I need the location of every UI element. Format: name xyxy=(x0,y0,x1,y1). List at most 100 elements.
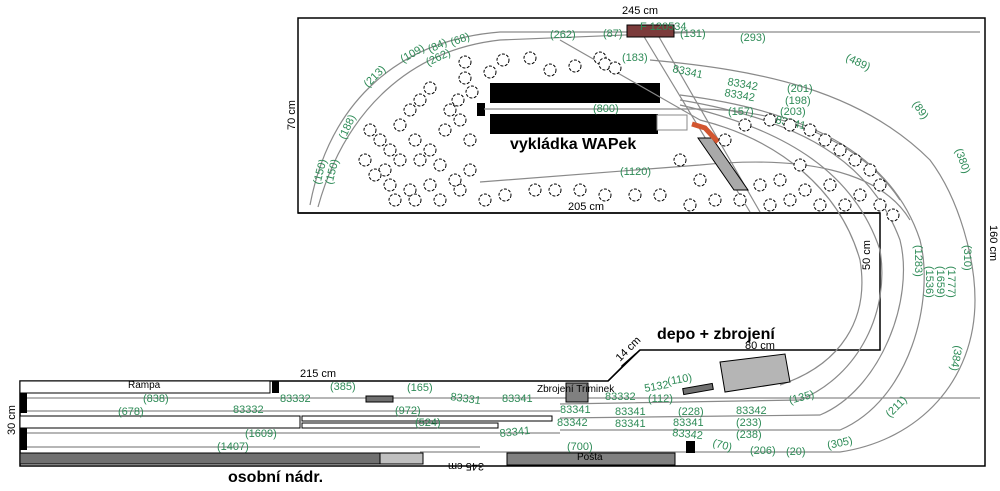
track-label: (293) xyxy=(740,32,766,44)
track-label: (1407) xyxy=(217,441,249,453)
track-label: (800) xyxy=(593,103,619,115)
track-label: (1120) xyxy=(620,166,651,178)
tree-icon xyxy=(408,133,422,147)
track-label: 83332 xyxy=(605,391,636,403)
track-label: 83332 xyxy=(280,393,311,405)
track-label: (310) xyxy=(961,245,973,271)
tree-icon xyxy=(683,198,697,212)
track-label: (380) xyxy=(952,147,972,175)
tree-icon xyxy=(423,178,437,192)
tree-icon xyxy=(483,65,497,79)
track-label: 83342 xyxy=(672,427,704,442)
tree-icon xyxy=(443,103,457,117)
tree-icon xyxy=(448,173,462,187)
tree-icon xyxy=(408,193,422,207)
dim-top-width: 245 cm xyxy=(622,5,658,17)
tree-icon xyxy=(388,193,402,207)
tree-icon xyxy=(693,173,707,187)
track-label: 5132 xyxy=(643,379,669,395)
tree-icon xyxy=(403,103,417,117)
tree-icon xyxy=(848,153,862,167)
tree-icon xyxy=(793,158,807,172)
tree-icon xyxy=(413,93,427,107)
track-label: (489) xyxy=(844,52,872,74)
track-label: (305) xyxy=(826,435,854,452)
tree-icon xyxy=(673,153,687,167)
track-label: (87) xyxy=(603,28,623,40)
tree-icon xyxy=(568,59,582,73)
tree-icon xyxy=(783,193,797,207)
tree-icon xyxy=(368,168,382,182)
track-label: (89) xyxy=(910,99,931,122)
tree-icon xyxy=(496,53,510,67)
track-label: (157) xyxy=(728,106,754,118)
tree-icon xyxy=(373,133,387,147)
track-label: 83342 xyxy=(723,87,755,104)
track-label: 83342 xyxy=(726,76,758,93)
track-label: (1609) xyxy=(245,428,277,440)
dim-station-width: 215 cm xyxy=(300,368,336,380)
track-label: (183) xyxy=(622,52,648,64)
tree-icon xyxy=(383,178,397,192)
tree-icon xyxy=(548,183,562,197)
tree-icon xyxy=(803,123,817,137)
tree-icon xyxy=(598,188,612,202)
tree-icon xyxy=(423,143,437,157)
label-zbrojeni: Zbrojení Triminek xyxy=(537,384,615,395)
track-label: (700) xyxy=(567,441,593,453)
tree-icon xyxy=(886,208,900,222)
track-label: 83332 xyxy=(233,404,264,416)
tree-icon xyxy=(458,71,472,85)
track-label: 83342 xyxy=(557,417,588,429)
tree-icon xyxy=(498,188,512,202)
track-label: (70) xyxy=(711,437,733,454)
tree-icon xyxy=(718,133,732,147)
label-posta: Pošta xyxy=(577,452,603,463)
tree-icon xyxy=(523,51,537,65)
dim-depot-width: 80 cm xyxy=(745,340,775,352)
track-label: (188) xyxy=(337,113,359,141)
tree-icon xyxy=(783,118,797,132)
tree-icon xyxy=(465,85,479,99)
bridge xyxy=(626,24,675,38)
track-label: (20) xyxy=(786,446,806,458)
track-label: (203) xyxy=(780,106,806,118)
tree-icon xyxy=(708,193,722,207)
turntable-pit xyxy=(697,137,749,191)
track-label: (1283) xyxy=(912,245,924,277)
tree-icon xyxy=(393,153,407,167)
track-label: 83341 xyxy=(499,425,531,440)
track-label: (198) xyxy=(785,95,811,107)
tree-icon xyxy=(413,153,427,167)
tree-icon xyxy=(453,113,467,127)
siding-end xyxy=(656,114,688,131)
tree-icon xyxy=(753,178,767,192)
tree-icon xyxy=(628,188,642,202)
tree-icon xyxy=(763,113,777,127)
tree-icon xyxy=(823,178,837,192)
tree-icon xyxy=(873,178,887,192)
tree-icon xyxy=(451,93,465,107)
tree-icon xyxy=(453,183,467,197)
trees xyxy=(358,51,900,222)
track-label: (135) xyxy=(788,389,816,407)
track-label: (262) xyxy=(550,29,576,41)
track-label: 83331 xyxy=(450,391,482,407)
track-label: 83341 xyxy=(502,393,533,405)
tree-icon xyxy=(733,193,747,207)
track-label: (1777) xyxy=(945,266,957,298)
tree-icon xyxy=(393,118,407,132)
depot-siding xyxy=(682,382,714,396)
track-label: (112) xyxy=(648,393,673,405)
track-label: 83341 xyxy=(615,406,646,418)
station-area xyxy=(19,380,980,466)
track-label: (524) xyxy=(415,417,441,429)
tree-icon xyxy=(608,61,622,75)
track-label: (109) xyxy=(399,42,427,65)
track-label: 83341 xyxy=(560,404,591,416)
tree-icon xyxy=(433,158,447,172)
track-label: (233) xyxy=(736,417,762,429)
track-label: (1659) xyxy=(934,266,946,298)
track-label: (110) xyxy=(666,372,693,388)
track-label: (678) xyxy=(118,406,144,418)
